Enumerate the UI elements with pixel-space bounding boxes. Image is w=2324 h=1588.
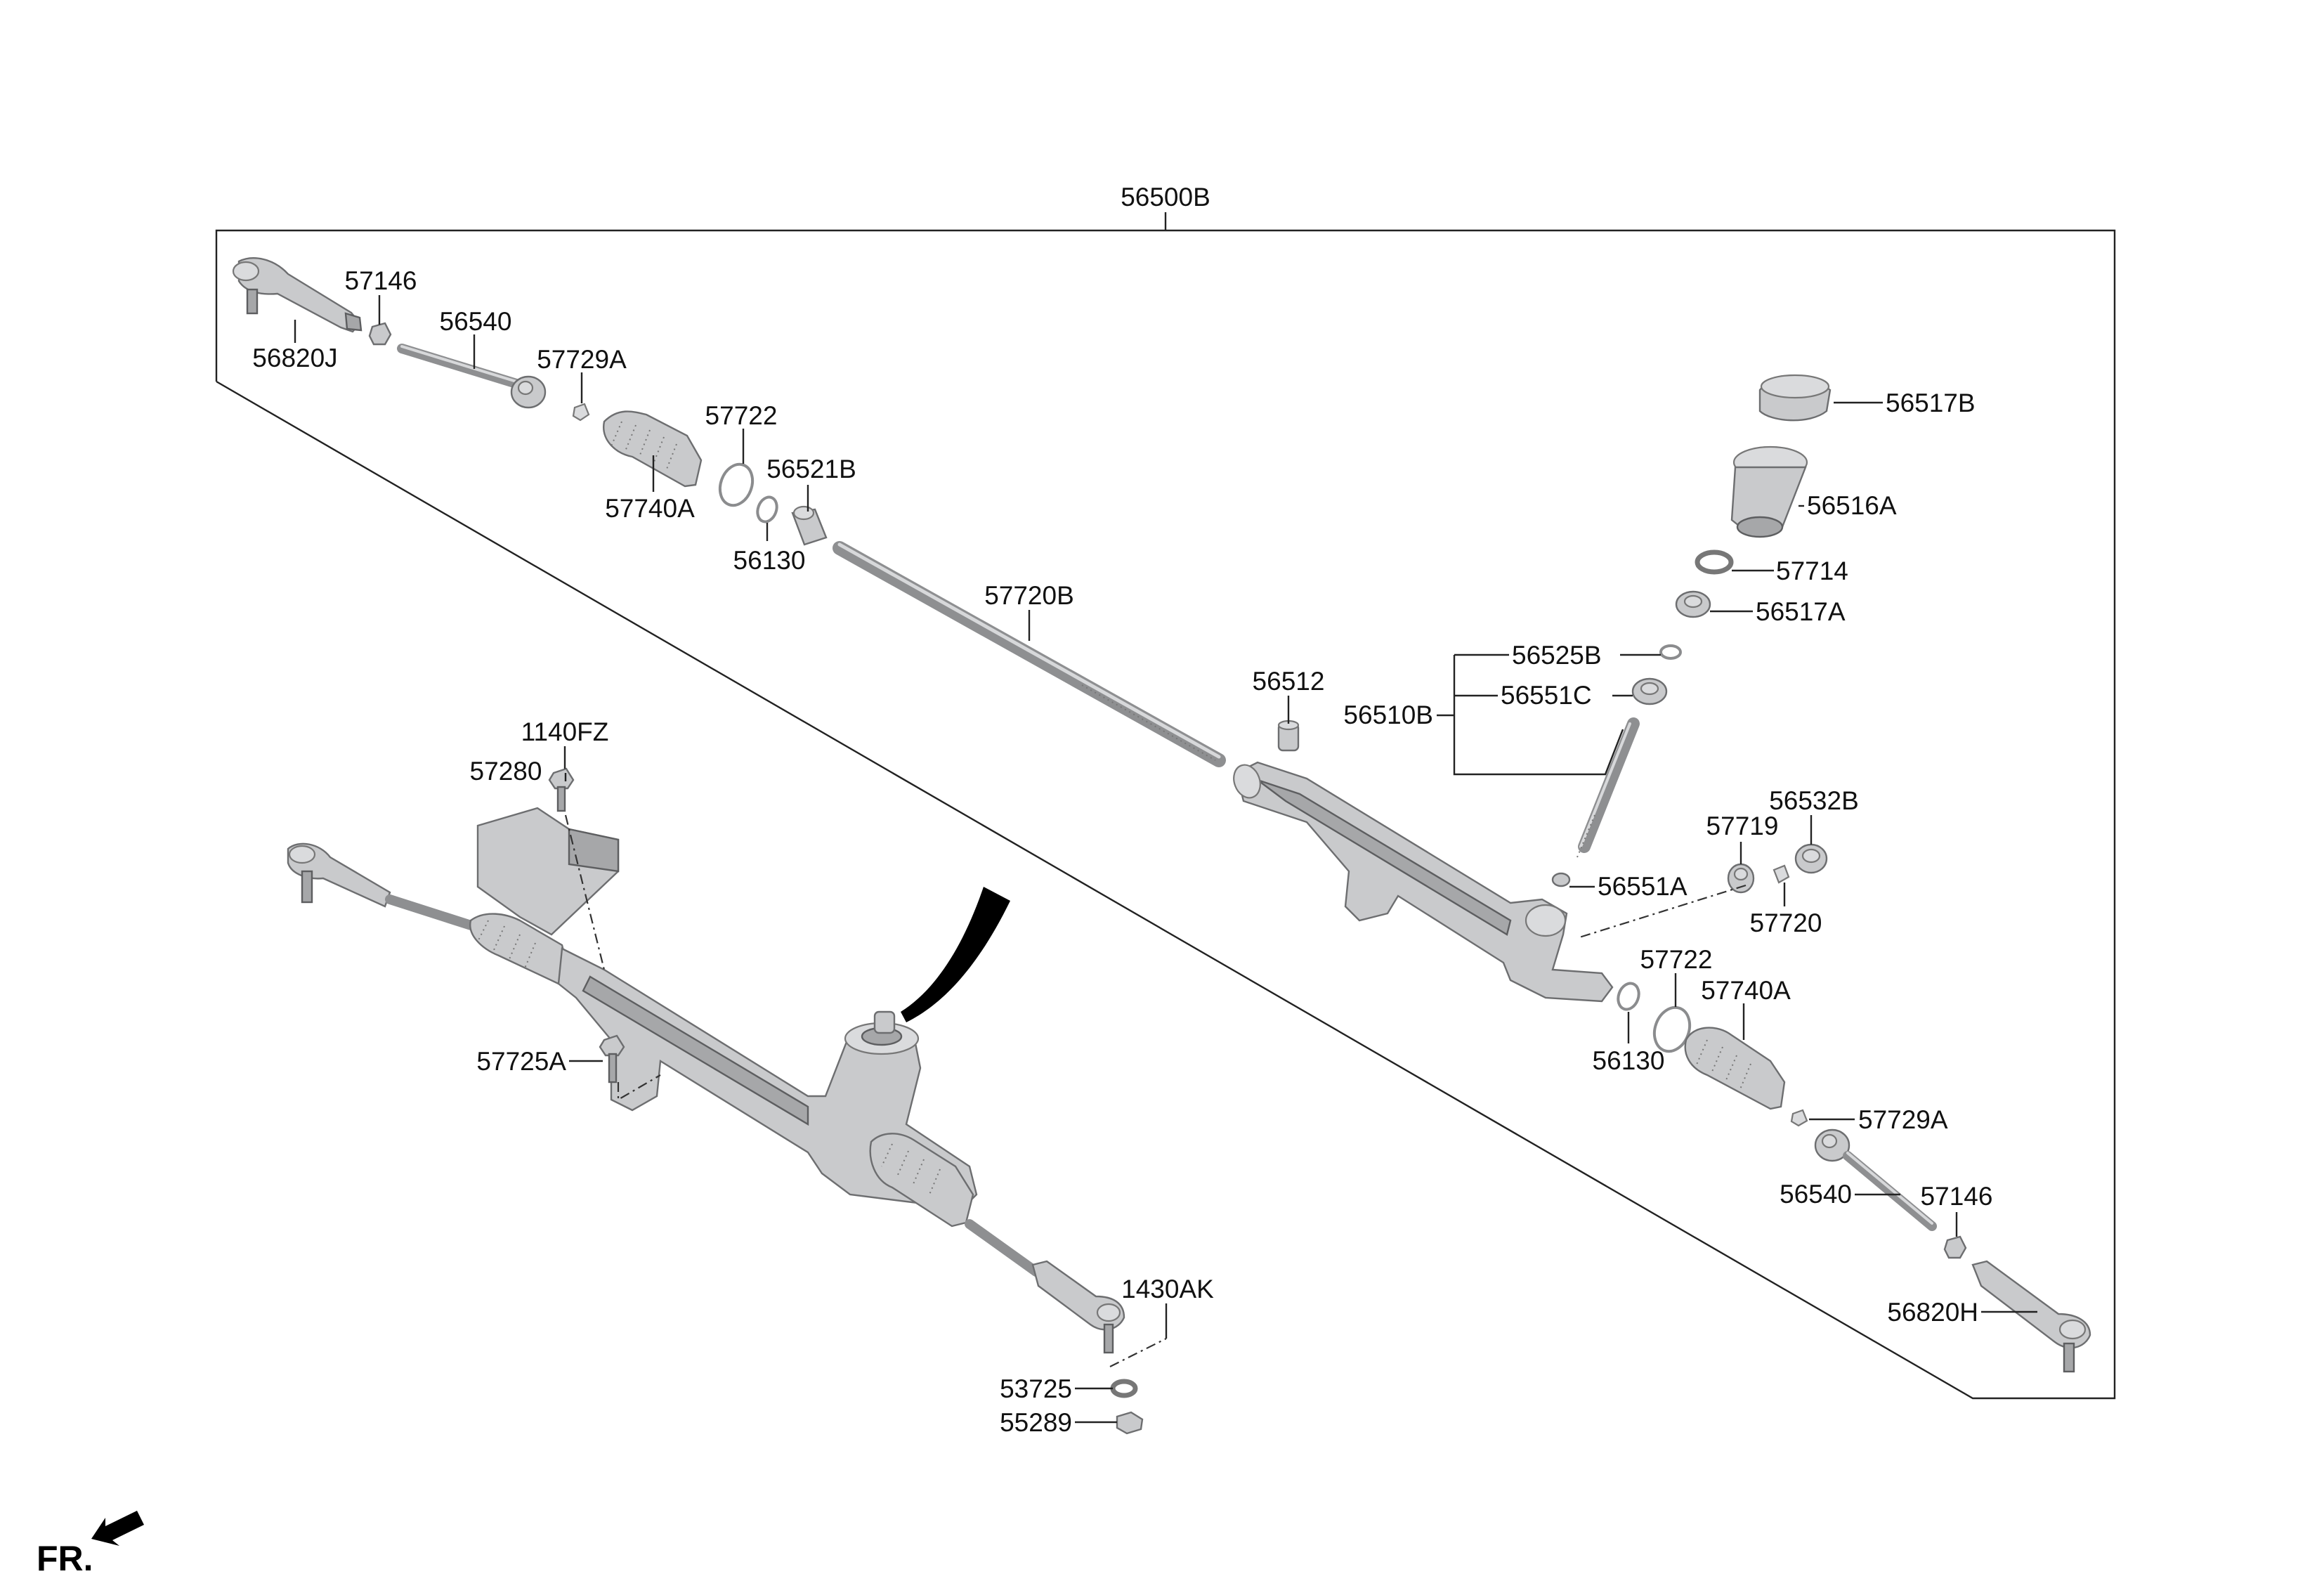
label-56516a: 56516A xyxy=(1807,491,1897,520)
label-57146-right: 57146 xyxy=(1921,1182,1993,1211)
front-direction-marker: FR. xyxy=(37,1511,144,1578)
label-56532b: 56532B xyxy=(1769,786,1859,815)
clip-left xyxy=(572,403,590,422)
label-53725: 53725 xyxy=(1000,1374,1072,1403)
label-56540-left: 56540 xyxy=(440,307,512,336)
label-56540-right: 56540 xyxy=(1780,1180,1852,1209)
label-57714: 57714 xyxy=(1776,557,1848,585)
washer-53725 xyxy=(1110,1379,1138,1398)
label-57720b: 57720B xyxy=(984,581,1074,610)
label-56820h: 56820H xyxy=(1887,1298,1978,1327)
label-56517b: 56517B xyxy=(1886,389,1976,417)
label-57719: 57719 xyxy=(1706,812,1779,840)
plug-56551a xyxy=(1551,872,1571,887)
label-56510b: 56510B xyxy=(1343,701,1433,729)
label-57722-left: 57722 xyxy=(705,401,778,430)
leader-lines xyxy=(294,295,2037,1424)
rack-bar xyxy=(833,541,1226,767)
label-57729a-left: 57729A xyxy=(537,345,627,374)
seal-ring-right xyxy=(1617,982,1640,1011)
tie-rod-end-right xyxy=(1971,1260,2091,1373)
lock-nut-right xyxy=(1943,1235,1967,1259)
bellows-boot-right xyxy=(1684,1027,1786,1110)
clip-right xyxy=(1790,1109,1808,1127)
bolt-57725a xyxy=(599,1034,625,1083)
seal-56517a xyxy=(1675,590,1711,618)
o-ring-left xyxy=(718,462,755,507)
assembly-line-nut xyxy=(1109,1338,1167,1367)
label-56521b: 56521B xyxy=(766,455,856,483)
bolt-1140fz xyxy=(548,767,575,812)
assembly-frame xyxy=(215,212,2116,1400)
front-arrow-icon xyxy=(91,1511,144,1546)
rack-bush xyxy=(791,505,828,546)
inner-tie-rod-left xyxy=(397,344,547,409)
label-56551a: 56551A xyxy=(1598,872,1687,901)
label-56130-left: 56130 xyxy=(733,546,806,575)
heat-shield xyxy=(476,807,620,936)
label-57740a-right: 57740A xyxy=(1701,976,1791,1005)
label-57720: 57720 xyxy=(1750,909,1822,937)
label-57740a-left: 57740A xyxy=(605,494,695,523)
label-56512: 56512 xyxy=(1253,667,1325,696)
label-1140fz: 1140FZ xyxy=(521,717,609,746)
label-56525b: 56525B xyxy=(1512,641,1602,670)
bellows-boot-left xyxy=(603,410,703,488)
spring-57720 xyxy=(1773,864,1790,884)
rack-support-yoke xyxy=(1277,720,1300,752)
lock-nut-left xyxy=(368,322,392,346)
label-57722-right: 57722 xyxy=(1640,945,1713,974)
washer-57714 xyxy=(1695,549,1734,575)
snap-ring xyxy=(1659,644,1682,660)
assembly-line-shield xyxy=(564,814,606,970)
assembled-steering-gear xyxy=(287,842,1125,1354)
gear-housing xyxy=(1233,761,1614,1003)
label-55289: 55289 xyxy=(1000,1408,1072,1437)
inner-tie-rod-right xyxy=(1814,1128,1937,1231)
front-label: FR. xyxy=(37,1539,93,1578)
label-56551c: 56551C xyxy=(1501,681,1592,710)
label-57729a-right: 57729A xyxy=(1858,1105,1948,1134)
pinion-bearing xyxy=(1631,677,1668,705)
label-57725a: 57725A xyxy=(476,1047,566,1076)
part-labels: 56500B 56820J 57146 56540 57729A 57722 5… xyxy=(252,183,1992,1437)
yoke-plug xyxy=(1794,843,1828,874)
assembly-line-yoke xyxy=(1576,884,1747,939)
label-56130-right: 56130 xyxy=(1593,1046,1665,1075)
o-ring-right xyxy=(1652,1005,1692,1053)
adjust-plug xyxy=(1727,863,1755,894)
pointer-wedge xyxy=(901,887,1010,1022)
assembly-line-bolt xyxy=(617,1074,661,1101)
label-56517a: 56517A xyxy=(1756,597,1846,626)
pinion-shaft xyxy=(1576,717,1640,858)
pinion-housing-cover xyxy=(1730,445,1808,538)
upper-cover xyxy=(1758,374,1832,422)
nut-55289 xyxy=(1116,1411,1144,1435)
label-56500b: 56500B xyxy=(1121,183,1210,211)
tie-rod-end-left xyxy=(232,257,363,333)
label-56820j: 56820J xyxy=(252,344,337,372)
label-57146-left: 57146 xyxy=(345,266,417,295)
label-1430ak: 1430AK xyxy=(1121,1275,1214,1303)
seal-ring-left xyxy=(756,495,778,523)
label-57280: 57280 xyxy=(470,757,542,786)
